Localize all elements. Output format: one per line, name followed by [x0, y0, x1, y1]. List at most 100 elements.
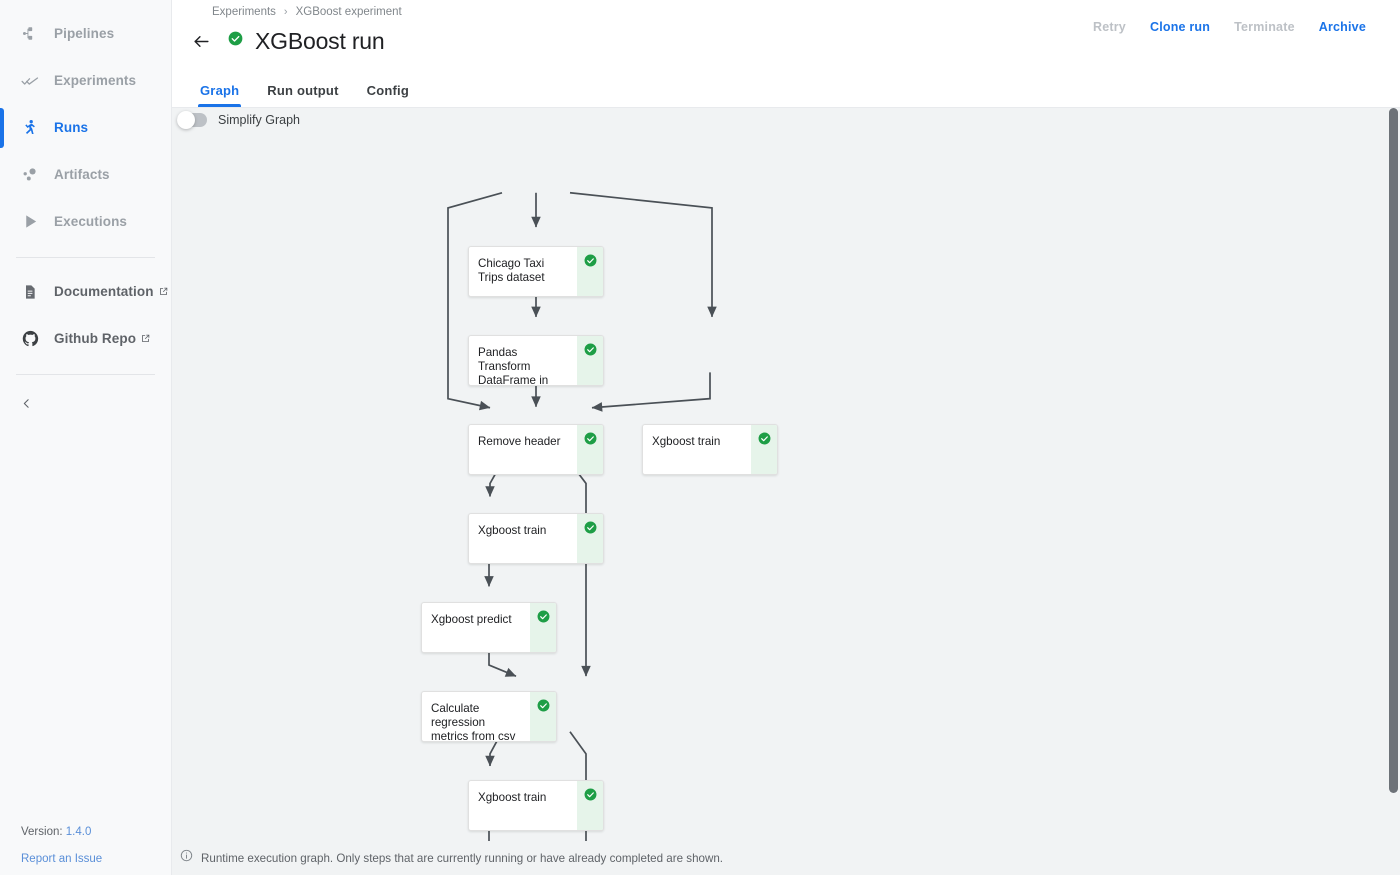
version-line: Version: 1.4.0 [21, 826, 172, 838]
success-check-icon [584, 254, 597, 272]
graph-node[interactable]: Remove header [468, 424, 604, 475]
graph-canvas-area: Simplify Graph [172, 108, 1400, 875]
breadcrumb-item-experiments[interactable]: Experiments [212, 6, 276, 18]
node-status-strip [577, 336, 603, 385]
artifacts-icon [16, 163, 44, 187]
active-indicator [0, 108, 4, 148]
sidebar-item-label: Experiments [54, 73, 137, 88]
graph-node[interactable]: Xgboost predict [421, 602, 557, 653]
success-check-icon [537, 699, 550, 717]
node-body: Xgboost train [643, 425, 751, 474]
graph-node[interactable]: Xgboost train [468, 513, 604, 564]
node-label: Xgboost train [652, 435, 721, 448]
breadcrumb-item-xgboost-experiment[interactable]: XGBoost experiment [295, 6, 402, 18]
sidebar-item-executions[interactable]: Executions [0, 198, 171, 245]
report-issue-link[interactable]: Report an Issue [21, 853, 103, 865]
node-label: Xgboost predict [431, 613, 512, 626]
executions-icon [16, 210, 44, 234]
sidebar-nav: Pipelines Experiments [0, 0, 171, 427]
node-body: Calculate regression metrics from csv [422, 692, 530, 741]
simplify-graph-label: Simplify Graph [218, 113, 300, 127]
tab-label: Graph [200, 83, 240, 98]
chevron-left-icon [20, 397, 33, 415]
node-status-strip [577, 425, 603, 474]
sidebar-item-artifacts[interactable]: Artifacts [0, 151, 171, 198]
runs-icon [16, 116, 44, 140]
success-check-icon [584, 788, 597, 806]
external-link-icon [159, 283, 168, 301]
back-arrow-icon[interactable] [186, 26, 216, 56]
node-status-strip [577, 781, 603, 830]
tab-graph[interactable]: Graph [186, 83, 253, 107]
sidebar-item-label: Executions [54, 214, 128, 229]
breadcrumb: Experiments › XGBoost experiment [212, 6, 402, 18]
sidebar-item-label: Pipelines [54, 26, 115, 41]
top-bar: Experiments › XGBoost experiment XGBoost… [172, 0, 1400, 72]
graph-node[interactable]: Xgboost train [642, 424, 778, 475]
sidebar: Pipelines Experiments [0, 0, 172, 875]
node-label: Chicago Taxi Trips dataset [478, 257, 545, 285]
success-check-icon [584, 343, 597, 361]
node-body: Pandas Transform DataFrame in CSV format [469, 336, 577, 385]
sidebar-item-label: Artifacts [54, 167, 110, 182]
node-label: Calculate regression metrics from csv [431, 702, 516, 742]
sidebar-item-label: Runs [54, 120, 89, 135]
document-icon [16, 280, 44, 304]
sidebar-item-github-repo[interactable]: Github Repo [0, 315, 171, 362]
tab-config[interactable]: Config [353, 83, 423, 107]
sidebar-item-documentation[interactable]: Documentation [0, 268, 171, 315]
version-label: Version: [21, 826, 63, 838]
graph-node[interactable]: Calculate regression metrics from csv [421, 691, 557, 742]
archive-button[interactable]: Archive [1307, 14, 1378, 40]
tab-active-underline [198, 104, 242, 107]
sidebar-item-pipelines[interactable]: Pipelines [0, 10, 171, 57]
sidebar-divider-top [16, 257, 155, 258]
success-check-icon [584, 432, 597, 450]
pipelines-icon [16, 22, 44, 46]
node-label: Xgboost train [478, 791, 547, 804]
clone-run-button[interactable]: Clone run [1138, 14, 1222, 40]
sidebar-collapse-button[interactable] [0, 385, 171, 427]
node-label: Remove header [478, 435, 561, 448]
run-status-success-icon [228, 31, 243, 51]
retry-button[interactable]: Retry [1081, 14, 1138, 40]
sidebar-item-label: Documentation [54, 284, 154, 299]
simplify-graph-toggle[interactable] [177, 111, 207, 129]
graph-node[interactable]: Xgboost train [468, 780, 604, 831]
terminate-button[interactable]: Terminate [1222, 14, 1307, 40]
graph-node[interactable]: Pandas Transform DataFrame in CSV format [468, 335, 604, 386]
breadcrumb-separator-icon: › [283, 6, 288, 18]
toggle-knob [177, 111, 195, 129]
version-link[interactable]: 1.4.0 [65, 826, 92, 838]
node-status-strip [577, 514, 603, 563]
sidebar-footer: Version: 1.4.0 Report an Issue [0, 826, 172, 865]
tab-label: Run output [267, 83, 339, 98]
graph-footer-note: Runtime execution graph. Only steps that… [172, 841, 1400, 875]
node-label: Xgboost train [478, 524, 547, 537]
tab-label: Config [366, 83, 409, 98]
github-icon [16, 327, 44, 351]
sidebar-item-runs[interactable]: Runs [0, 104, 171, 151]
graph-node[interactable]: Chicago Taxi Trips dataset [468, 246, 604, 297]
sidebar-item-label: Github Repo [54, 331, 137, 346]
graph-edges [447, 191, 717, 875]
node-body: Xgboost train [469, 781, 577, 830]
tab-bar: Graph Run output Config [172, 72, 1400, 108]
node-status-strip [577, 247, 603, 296]
graph-canvas[interactable]: Chicago Taxi Trips dataset Pandas Transf… [172, 108, 1400, 875]
node-status-strip [530, 692, 556, 741]
experiments-icon [16, 69, 44, 93]
success-check-icon [584, 521, 597, 539]
success-check-icon [537, 610, 550, 628]
tab-run-output[interactable]: Run output [253, 83, 352, 107]
simplify-graph-toggle-row: Simplify Graph [177, 111, 300, 129]
vertical-scrollbar[interactable] [1389, 108, 1398, 793]
sidebar-divider-bottom [16, 374, 155, 375]
node-status-strip [751, 425, 777, 474]
page-title: XGBoost run [255, 27, 385, 54]
node-body: Remove header [469, 425, 577, 474]
node-status-strip [530, 603, 556, 652]
info-icon [180, 849, 193, 867]
sidebar-item-experiments[interactable]: Experiments [0, 57, 171, 104]
